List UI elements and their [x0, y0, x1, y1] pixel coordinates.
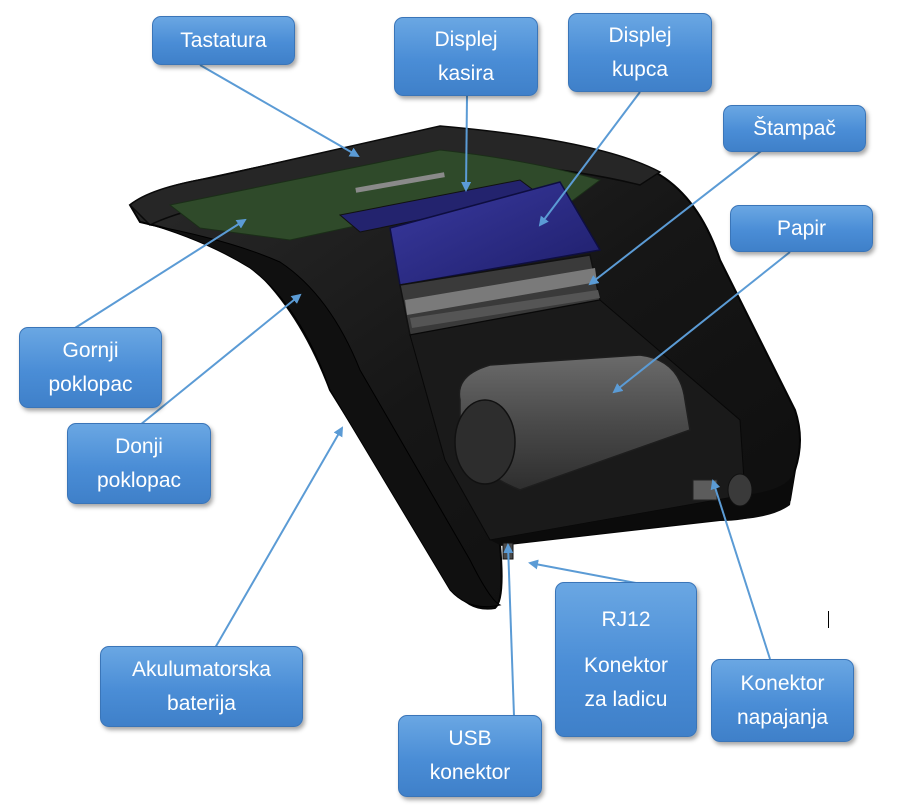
callout-stampac: Štampač [723, 105, 866, 152]
label-displej-kasira-1: Displej [434, 23, 497, 57]
arrow-konektor-napajanja [713, 481, 770, 659]
label-usb-1: USB [448, 722, 491, 756]
callout-papir: Papir [730, 205, 873, 252]
label-papir: Papir [777, 212, 826, 246]
arrow-donji-poklopac [140, 295, 300, 425]
arrow-displej-kasira [466, 96, 467, 190]
label-gornji-poklopac-1: Gornji [62, 334, 118, 368]
label-stampac: Štampač [753, 112, 836, 146]
label-akumulatorska-1: Akulumatorska [132, 653, 271, 687]
callout-tastatura: Tastatura [152, 16, 295, 65]
label-akumulatorska-2: baterija [167, 687, 236, 721]
callout-akumulatorska-baterija: Akulumatorska baterija [100, 646, 303, 727]
callout-gornji-poklopac: Gornji poklopac [19, 327, 162, 408]
callout-displej-kasira: Displej kasira [394, 17, 538, 96]
callout-konektor-napajanja: Konektor napajanja [711, 659, 854, 742]
label-rj12: RJ12 [601, 603, 650, 637]
callout-rj12: RJ12 Konektor za ladicu [555, 582, 697, 737]
arrow-rj12 [530, 563, 636, 583]
label-displej-kupca-1: Displej [608, 19, 671, 53]
label-rj12-konektor: Konektor [584, 649, 668, 683]
label-usb-2: konektor [430, 756, 511, 790]
label-napajanja-1: Konektor [740, 667, 824, 701]
label-displej-kupca-2: kupca [612, 53, 668, 87]
arrow-papir [614, 252, 790, 392]
arrow-displej-kupca [540, 92, 640, 225]
label-donji-poklopac-1: Donji [115, 430, 163, 464]
arrow-usb-konektor [508, 545, 514, 716]
callout-displej-kupca: Displej kupca [568, 13, 712, 92]
label-napajanja-2: napajanja [737, 701, 828, 735]
label-rj12-za-ladicu: za ladicu [585, 683, 668, 717]
arrow-akumulatorska-baterija [215, 428, 342, 648]
callout-donji-poklopac: Donji poklopac [67, 423, 211, 504]
arrow-tastatura [200, 65, 358, 156]
arrow-gornji-poklopac [75, 220, 245, 328]
label-displej-kasira-2: kasira [438, 57, 494, 91]
label-tastatura: Tastatura [180, 24, 266, 58]
callout-usb-konektor: USB konektor [398, 715, 542, 797]
label-gornji-poklopac-2: poklopac [48, 368, 132, 402]
text-cursor [828, 611, 829, 628]
label-donji-poklopac-2: poklopac [97, 464, 181, 498]
